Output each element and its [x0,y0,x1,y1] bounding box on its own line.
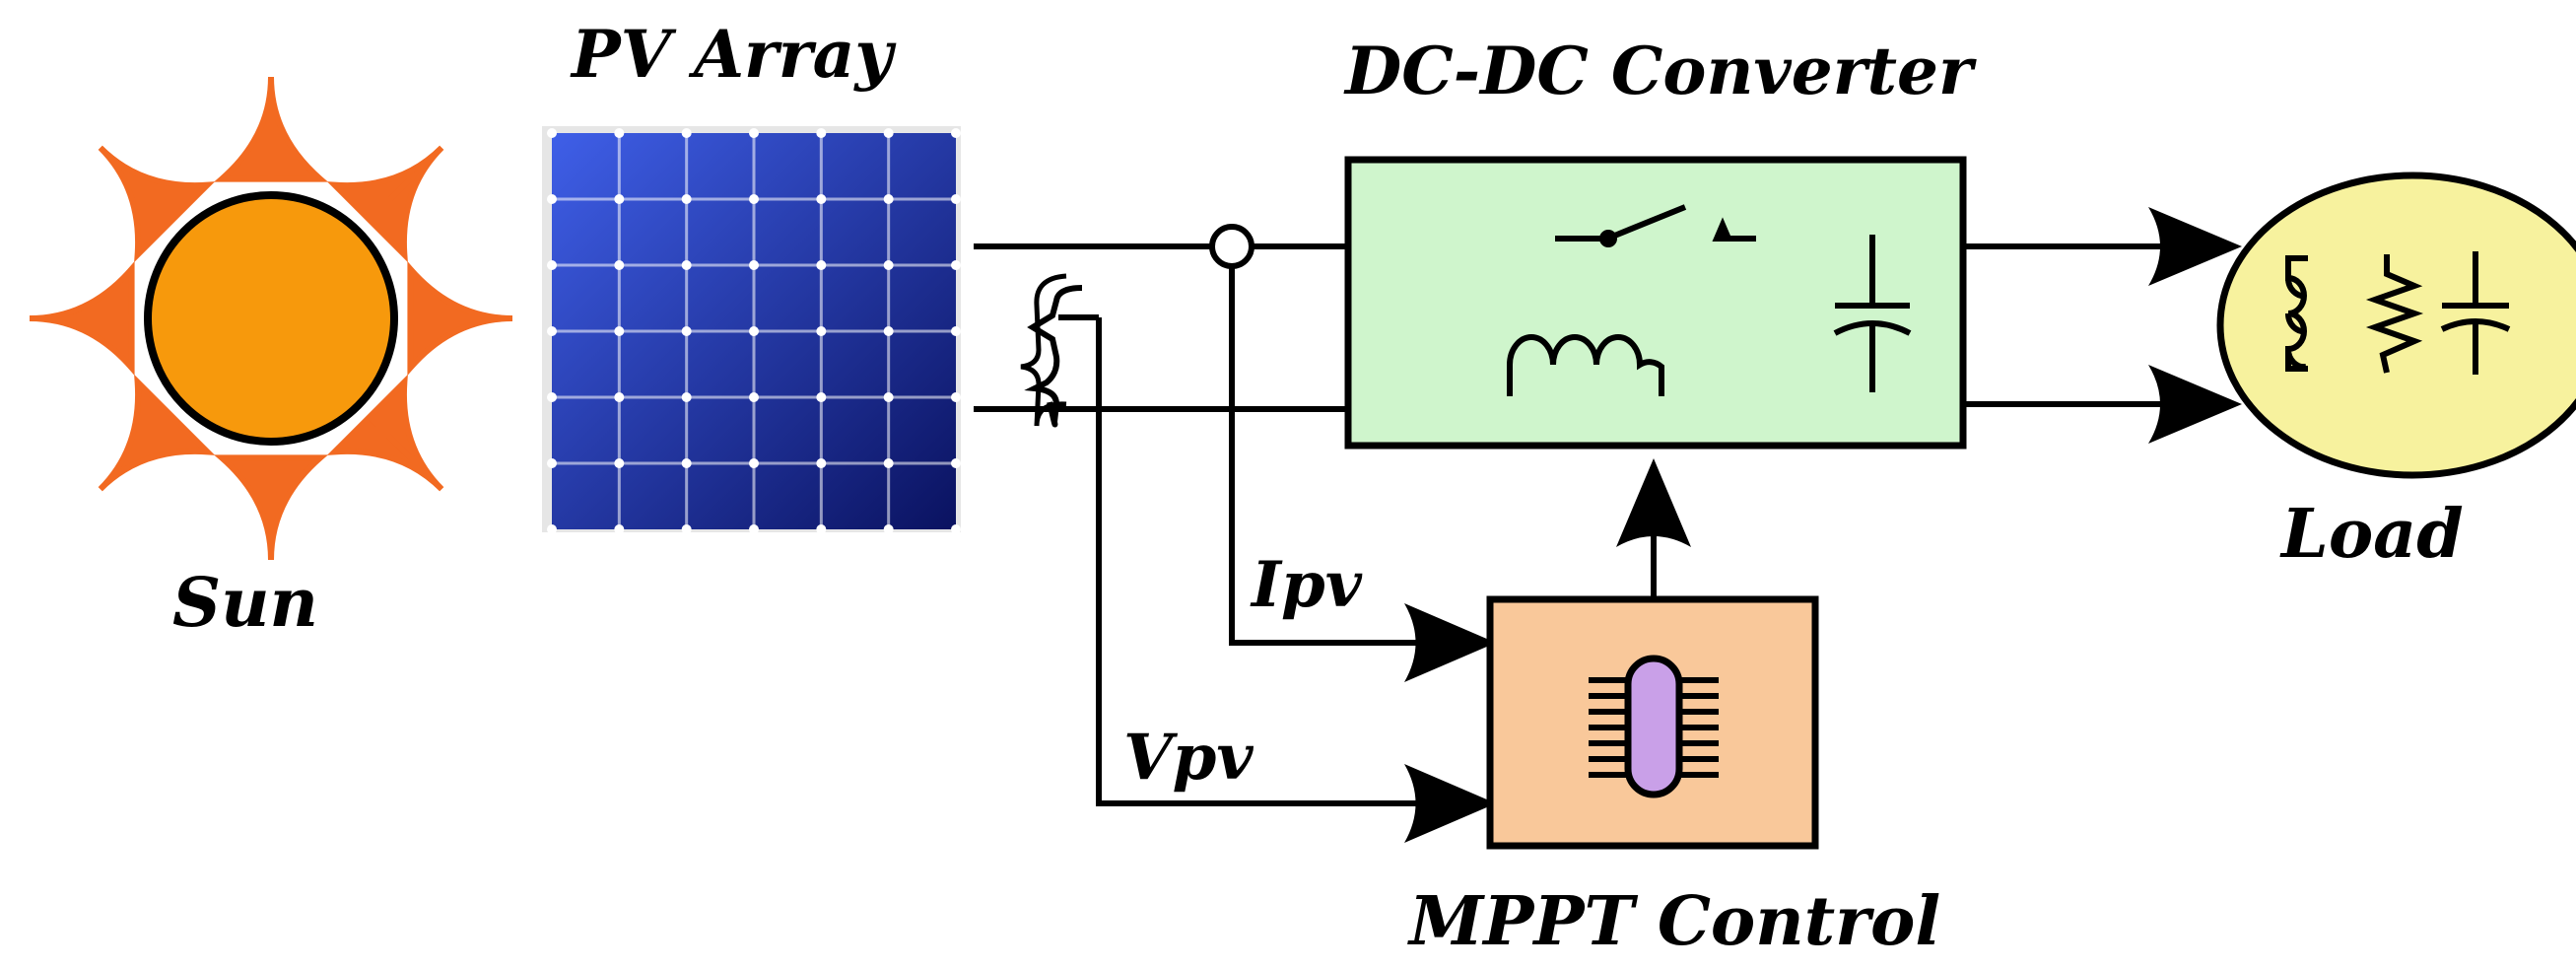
pv-cell-dot [749,194,759,204]
pv-cell-dot [681,128,692,138]
sun-icon [29,76,513,561]
pv-cell-dot [614,128,625,138]
pv-cell-dot [547,128,557,138]
pv-cell-dot [614,524,625,534]
pv-cell-dot [749,128,759,138]
pv-cell-dot [681,524,692,534]
load-inductor-icon [2284,255,2308,372]
pv-cell-dot [951,128,961,138]
pv-cell-dot [749,458,759,468]
converter-label: DC-DC Converter [1343,33,1977,109]
arrowheads [1404,207,2242,843]
pv-cell-dot [614,392,625,402]
load-resistor-icon [2365,254,2424,374]
load-label: Load [2279,495,2464,574]
pv-cell-dot [547,260,557,270]
current-sensor-node [1209,224,1254,269]
pv-cell-dot [883,524,894,534]
capacitor-icon [1833,235,1912,392]
pv-cell-dot [749,524,759,534]
pv-cell-dot [614,458,625,468]
pv-cell-dot [749,392,759,402]
arrow-vpv [1404,764,1496,843]
pv-cell-dot [883,260,894,270]
pv-cell-dot [951,458,961,468]
pv-cell-dot [951,524,961,534]
sun-ray-stem [129,176,176,224]
pv-cell-dot [681,260,692,270]
ipv-label: Ipv [1250,548,1363,622]
pv-cell-dot [816,524,827,534]
voltage-sense-brace [1020,273,1067,427]
pv-cell-dot [547,194,557,204]
pv-cell-dot [951,392,961,402]
pv-cell-dot [614,260,625,270]
pv-cell-dot [951,326,961,336]
pv-cell-dot [816,326,827,336]
chip-icon [1589,655,1719,798]
sun-ray-stem [366,413,413,460]
pv-cell-dot [681,458,692,468]
sun-rays [29,76,513,561]
inductor-icon [1507,334,1664,396]
arrow-ipv [1404,603,1496,682]
pv-cell-dot [614,326,625,336]
solar-panel-icon [542,126,961,534]
pv-cell-dot [816,392,827,402]
switch-icon [1555,204,1756,247]
pv-cell-dot [816,128,827,138]
sun-ray-stem [129,413,176,460]
arrow-control [1616,458,1691,547]
pv-cell-dot [547,392,557,402]
pv-cell-dot [883,194,894,204]
pv-cell-dot [816,260,827,270]
load-icon [2216,172,2576,479]
pv-cell-dot [951,194,961,204]
pv-cell-dot [614,194,625,204]
vpv-label: Vpv [1123,721,1254,795]
pv-cell-dot [547,524,557,534]
pv-cell-dot [816,458,827,468]
pv-cell-dot [681,194,692,204]
pv-cell-dot [749,260,759,270]
pv-cell-dot [681,326,692,336]
pv-cell-dot [749,326,759,336]
pv-cell-dot [883,128,894,138]
pv-cell-dots [547,128,961,534]
sun-label: Sun [172,564,318,643]
pv-cell-dot [883,326,894,336]
sun-body [144,191,398,446]
mppt-label: MPPT Control [1407,882,1940,961]
pv-array-label: PV Array [570,16,897,93]
pv-cell-dot [547,458,557,468]
pv-cell-dot [883,458,894,468]
pv-cell-dot [883,392,894,402]
pv-cell-dot [681,392,692,402]
arrow-load-bottom [2148,365,2242,444]
pv-cell-dot [547,326,557,336]
pv-cell-dot [951,260,961,270]
pv-cell-dot [816,194,827,204]
sun-ray-stem [366,176,413,224]
load-capacitor-icon [2440,251,2511,375]
arrow-load-top [2148,207,2242,286]
